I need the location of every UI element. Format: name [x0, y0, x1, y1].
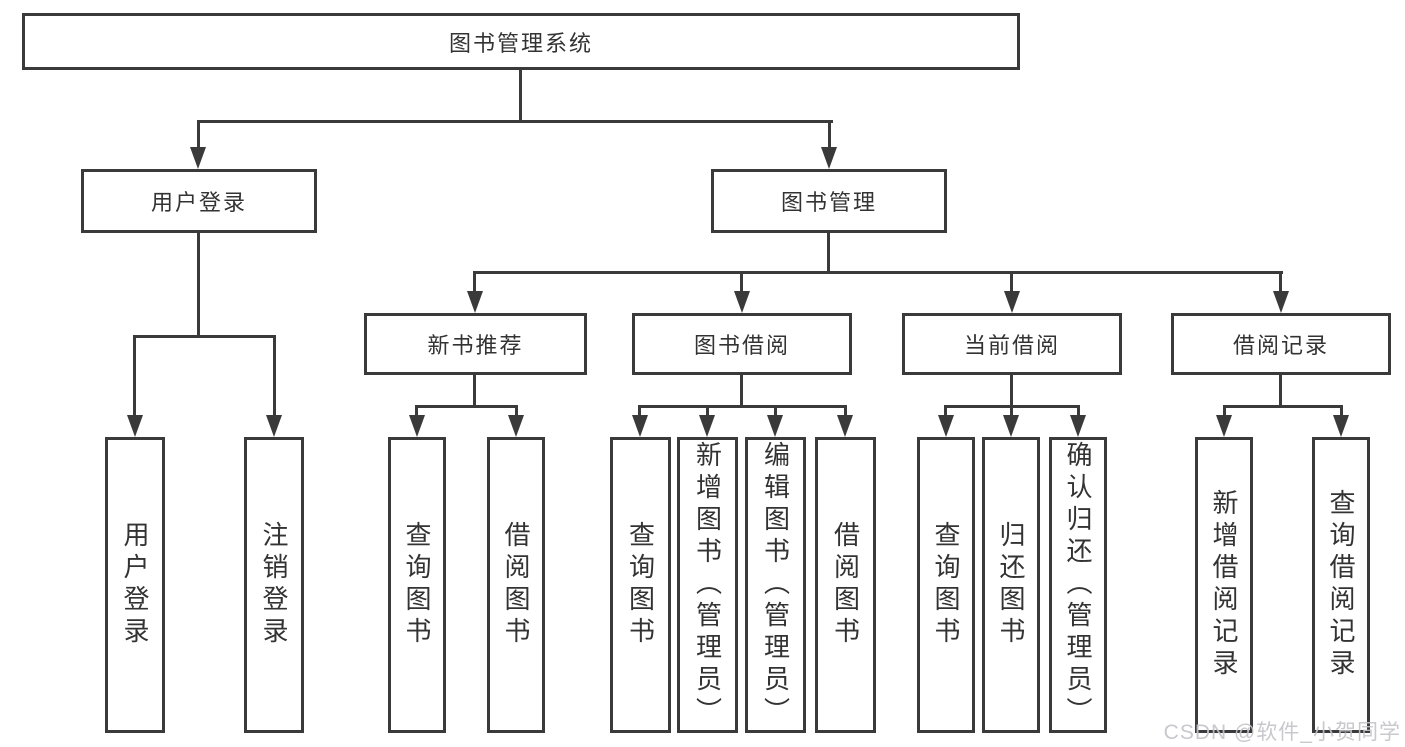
- leaf-user-login: 用户登录: [105, 437, 165, 733]
- connector-current-drop-2: [1010, 405, 1013, 419]
- arrow-borrow-leaf-4: [837, 415, 853, 437]
- connector-rec-drop-2: [515, 405, 518, 419]
- connector-borrow-drop-2: [706, 405, 709, 419]
- leaf-user-login-label: 用户登录: [120, 521, 150, 649]
- connector-mgmt-stem: [827, 233, 830, 274]
- arrow-borrow-leaf-1: [632, 415, 648, 437]
- leaf-add-books-admin: 新增图书（管理员）: [677, 437, 738, 733]
- connector-records-drop-2: [1340, 405, 1343, 419]
- leaf-rec-borrow-books-label: 借阅图书: [501, 521, 531, 649]
- leaf-borrow-borrow-books-label: 借阅图书: [830, 521, 861, 649]
- leaf-borrow-query-books: 查询图书: [610, 437, 671, 733]
- leaf-confirm-return-admin: 确认归还（管理员）: [1049, 437, 1107, 733]
- node-new-book-rec: 新书推荐: [364, 313, 587, 375]
- leaf-current-query-books-label: 查询图书: [931, 521, 961, 649]
- connector-mgmt-drop-1: [473, 271, 476, 293]
- leaf-borrow-borrow-books: 借阅图书: [815, 437, 876, 733]
- arrow-to-book-mgmt: [821, 147, 837, 169]
- connector-root-stem: [519, 68, 522, 123]
- arrow-to-book-borrow: [734, 291, 750, 313]
- node-new-book-rec-label: 新书推荐: [427, 333, 524, 358]
- arrow-borrow-leaf-3: [767, 415, 783, 437]
- node-borrow-records: 借阅记录: [1171, 313, 1391, 375]
- arrow-to-leaf-logout: [266, 415, 282, 437]
- arrow-current-leaf-2: [1003, 415, 1019, 437]
- connector-current-drop-1: [944, 405, 947, 419]
- leaf-logout-label: 注销登录: [259, 521, 289, 649]
- connector-rec-drop-1: [415, 405, 418, 419]
- arrow-records-leaf-2: [1333, 415, 1349, 437]
- leaf-current-query-books: 查询图书: [917, 437, 975, 733]
- leaf-rec-query-books-label: 查询图书: [402, 521, 432, 649]
- leaf-rec-borrow-books: 借阅图书: [487, 437, 545, 733]
- connector-mgmt-drop-4: [1279, 271, 1282, 293]
- connector-mgmt-drop-3: [1010, 271, 1013, 293]
- node-current-borrow: 当前借阅: [902, 313, 1122, 375]
- node-user-login-label: 用户登录: [150, 190, 247, 215]
- connector-login-stem: [197, 233, 200, 338]
- connector-current-stem: [1010, 375, 1013, 408]
- node-current-borrow-label: 当前借阅: [963, 333, 1060, 358]
- node-user-login: 用户登录: [81, 169, 317, 233]
- arrow-borrow-leaf-2: [699, 415, 715, 437]
- connector-login-drop-2: [273, 335, 276, 419]
- leaf-add-books-admin-label: 新增图书（管理员）: [692, 441, 723, 729]
- leaf-rec-query-books: 查询图书: [388, 437, 446, 733]
- arrow-to-leaf-login: [127, 415, 143, 437]
- arrow-current-leaf-1: [938, 415, 954, 437]
- node-book-borrow-label: 图书借阅: [693, 333, 790, 358]
- arrow-to-new-book-rec: [467, 291, 483, 313]
- leaf-edit-books-admin-label: 编辑图书（管理员）: [760, 441, 791, 729]
- connector-borrow-drop-1: [638, 405, 641, 419]
- arrow-to-user-login: [190, 147, 206, 169]
- connector-mgmt-bus: [473, 271, 1283, 274]
- node-book-mgmt: 图书管理: [711, 169, 947, 233]
- node-book-mgmt-label: 图书管理: [780, 190, 877, 215]
- arrow-current-leaf-3: [1070, 415, 1086, 437]
- leaf-query-borrow-record-label: 查询借阅记录: [1326, 489, 1356, 681]
- connector-records-stem: [1279, 375, 1282, 408]
- leaf-borrow-query-books-label: 查询图书: [625, 521, 656, 649]
- connector-records-drop-1: [1223, 405, 1226, 419]
- node-book-borrow: 图书借阅: [632, 313, 852, 375]
- arrow-rec-leaf-2: [508, 415, 524, 437]
- node-borrow-records-label: 借阅记录: [1232, 333, 1329, 358]
- connector-root-drop-right: [828, 120, 831, 150]
- connector-root-drop-left: [197, 120, 200, 150]
- leaf-return-books: 归还图书: [982, 437, 1040, 733]
- arrow-records-leaf-1: [1216, 415, 1232, 437]
- leaf-edit-books-admin: 编辑图书（管理员）: [745, 437, 806, 733]
- connector-rec-stem: [473, 375, 476, 408]
- connector-borrow-stem: [740, 375, 743, 408]
- leaf-add-borrow-record: 新增借阅记录: [1195, 437, 1253, 733]
- csdn-watermark: CSDN @软件_小贺同学: [1163, 721, 1401, 744]
- leaf-confirm-return-admin-label: 确认归还（管理员）: [1063, 441, 1093, 729]
- connector-current-drop-3: [1077, 405, 1080, 419]
- leaf-query-borrow-record: 查询借阅记录: [1312, 437, 1370, 733]
- connector-borrow-bus: [638, 405, 847, 408]
- connector-login-drop-1: [133, 335, 136, 419]
- leaf-return-books-label: 归还图书: [996, 521, 1026, 649]
- connector-root-bus: [197, 120, 833, 123]
- arrow-to-current-borrow: [1004, 291, 1020, 313]
- arrow-to-borrow-records: [1273, 291, 1289, 313]
- node-root-label: 图书管理系统: [448, 30, 593, 56]
- connector-records-bus: [1223, 405, 1343, 408]
- connector-login-bus: [133, 335, 276, 338]
- leaf-logout: 注销登录: [244, 437, 304, 733]
- connector-mgmt-drop-2: [740, 271, 743, 293]
- node-root: 图书管理系统: [22, 13, 1020, 70]
- connector-borrow-drop-4: [844, 405, 847, 419]
- connector-borrow-drop-3: [774, 405, 777, 419]
- leaf-add-borrow-record-label: 新增借阅记录: [1209, 489, 1239, 681]
- connector-rec-bus: [415, 405, 518, 408]
- arrow-rec-leaf-1: [409, 415, 425, 437]
